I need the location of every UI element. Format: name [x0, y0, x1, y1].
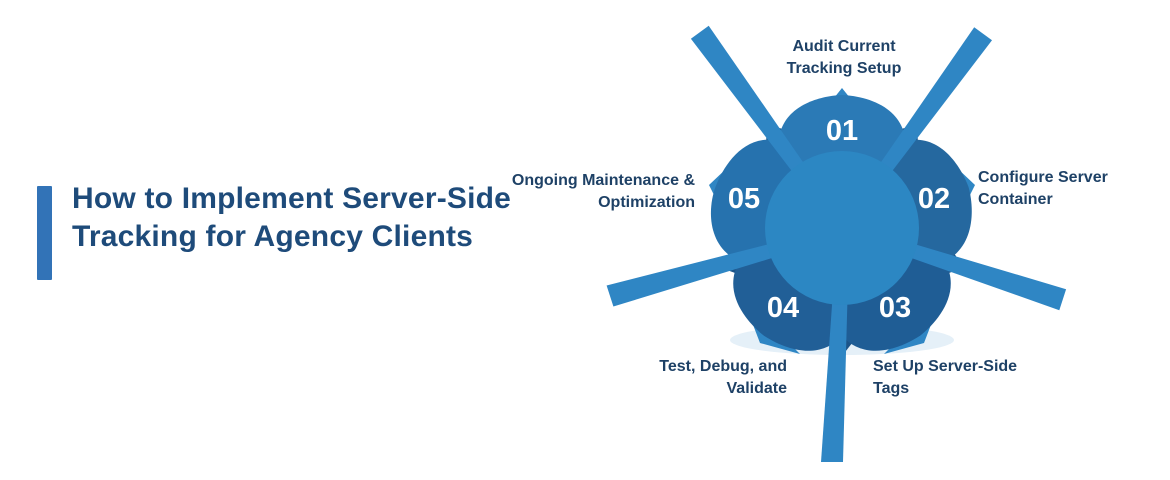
- step-02-number: 02: [918, 183, 950, 215]
- flower-graphic: 01 02 03 04 05: [606, 25, 1067, 462]
- step-04-label: Test, Debug, and Validate: [659, 358, 787, 397]
- step-05-label: Ongoing Maintenance & Optimization: [511, 172, 695, 211]
- step-05-number: 05: [728, 183, 760, 215]
- step-01-number: 01: [826, 115, 858, 147]
- step-04-number: 04: [767, 292, 799, 324]
- ray-top-left: [690, 25, 807, 176]
- rays: [606, 25, 1067, 462]
- ray-bottom-left: [606, 243, 778, 307]
- title-block: How to Implement Server-Side Tracking fo…: [0, 0, 540, 480]
- page-title: How to Implement Server-Side Tracking fo…: [72, 182, 512, 253]
- process-diagram: 01 02 03 04 05 Audit Current Tracking Se…: [512, 0, 1170, 480]
- ray-bottom: [821, 298, 848, 462]
- ray-right: [906, 243, 1067, 311]
- ray-top-right: [877, 27, 992, 176]
- step-03-number: 03: [879, 292, 911, 324]
- step-01-label: Audit Current Tracking Setup: [786, 38, 902, 77]
- step-03-label: Set Up Server-Side Tags: [873, 358, 1018, 397]
- step-02-label: Configure Server Container: [978, 169, 1108, 208]
- inner-circle: [765, 151, 919, 305]
- title-accent-bar: [37, 186, 52, 280]
